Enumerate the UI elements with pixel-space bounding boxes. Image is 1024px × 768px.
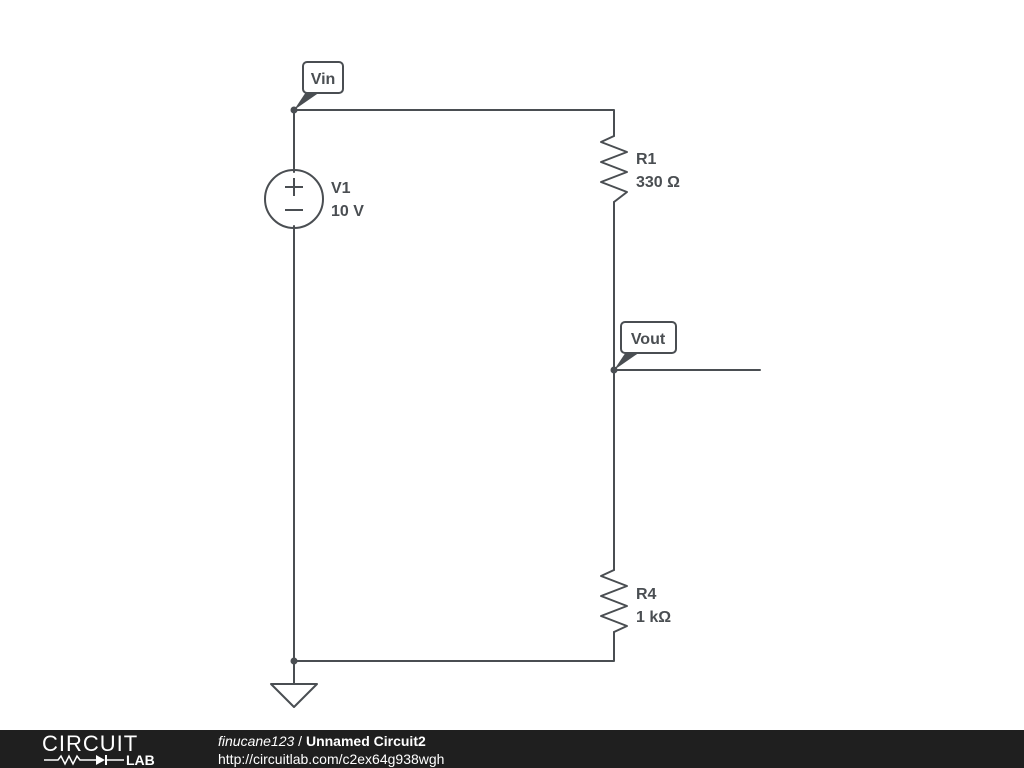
node-tag-vin[interactable]: Vin (294, 61, 344, 110)
tag-pointer-icon (294, 92, 320, 110)
circuit-url-link[interactable]: http://circuitlab.com/c2ex64g938wgh (218, 751, 445, 767)
resistor-r1-symbol (600, 135, 628, 203)
footer-bar: CIRCUIT LAB finucane123 / Unnamed Circui… (0, 730, 1024, 768)
author-link[interactable]: finucane123 (218, 733, 295, 749)
wire-top (293, 109, 615, 137)
resistor-r4-symbol (600, 569, 628, 633)
logo-resistor-diode-icon (44, 754, 124, 766)
tag-vout-label: Vout (631, 331, 666, 348)
wire-bottom (293, 631, 615, 662)
circuit-info: finucane123 / Unnamed Circuit2 http://ci… (218, 732, 444, 768)
plus-icon (285, 178, 303, 196)
tag-pointer-icon (614, 352, 640, 370)
tag-box (620, 321, 677, 354)
logo-circuit-text: CIRCUIT (42, 731, 139, 756)
tag-vin-label: Vin (311, 71, 336, 88)
junction-ground (290, 657, 298, 665)
ground-icon[interactable] (270, 683, 318, 708)
r4-value: 1 kΩ (636, 609, 671, 626)
logo-lab-text: LAB (126, 752, 155, 768)
circuitlab-logo[interactable]: CIRCUIT LAB (42, 732, 182, 768)
resistor-r4[interactable]: R4 1 kΩ (600, 569, 671, 633)
title-separator: / (294, 733, 306, 749)
v1-value: 10 V (331, 203, 364, 220)
voltage-source-v1[interactable]: V1 10 V (264, 169, 364, 229)
r4-name: R4 (636, 586, 657, 603)
wires (293, 109, 761, 685)
resistor-r1[interactable]: R1 330 Ω (600, 135, 680, 203)
node-tag-vout[interactable]: Vout (614, 321, 677, 370)
v1-name: V1 (331, 180, 351, 197)
r1-name: R1 (636, 151, 657, 168)
r1-value: 330 Ω (636, 174, 680, 191)
circuit-title: Unnamed Circuit2 (305, 733, 426, 749)
voltage-source-symbol (264, 169, 324, 229)
tag-box (302, 61, 344, 94)
